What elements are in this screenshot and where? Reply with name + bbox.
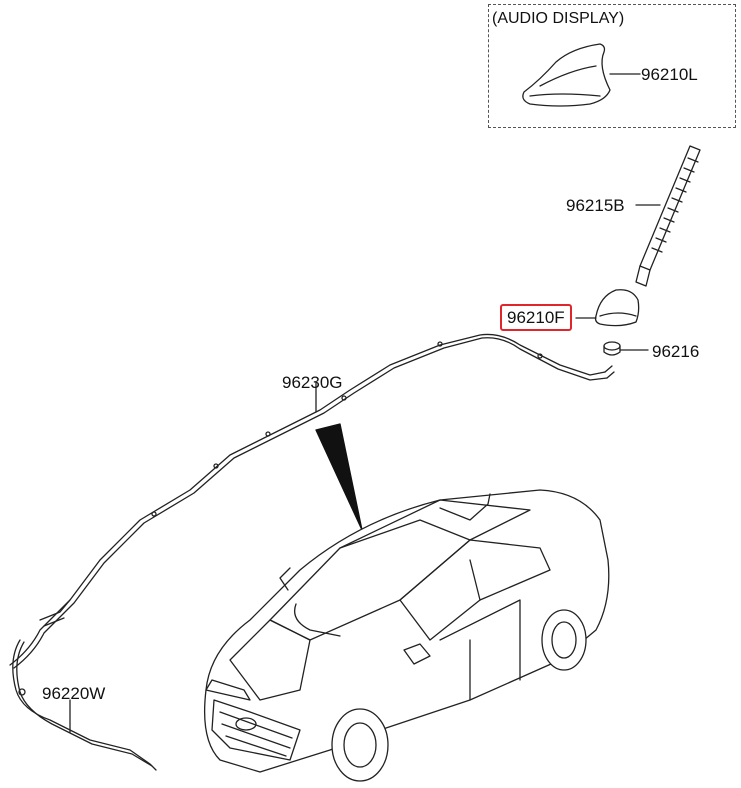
roof-cable-drawing[interactable]	[9, 333, 615, 669]
pointer-wedge	[315, 423, 363, 531]
part-label-antenna-rod: 96215B	[566, 196, 625, 215]
part-label-main-cable: 96220W	[42, 684, 106, 703]
main-cable-drawing[interactable]	[12, 639, 157, 771]
part-label-roof-cable: 96230G	[282, 373, 343, 392]
part-label-antenna-base[interactable]: 96210F	[500, 304, 572, 331]
car-drawing	[203, 489, 610, 782]
part-label-nut: 96216	[652, 342, 700, 361]
audio-display-group-title: (AUDIO DISPLAY)	[492, 10, 625, 27]
antenna-base-drawing[interactable]	[575, 289, 640, 327]
antenna-rod-drawing[interactable]	[635, 145, 701, 287]
shark-fin-antenna-drawing[interactable]	[522, 43, 641, 107]
audio-display-group-box	[488, 4, 736, 128]
nut-drawing[interactable]	[603, 341, 649, 356]
part-label-shark-antenna: 96210L	[641, 65, 698, 84]
